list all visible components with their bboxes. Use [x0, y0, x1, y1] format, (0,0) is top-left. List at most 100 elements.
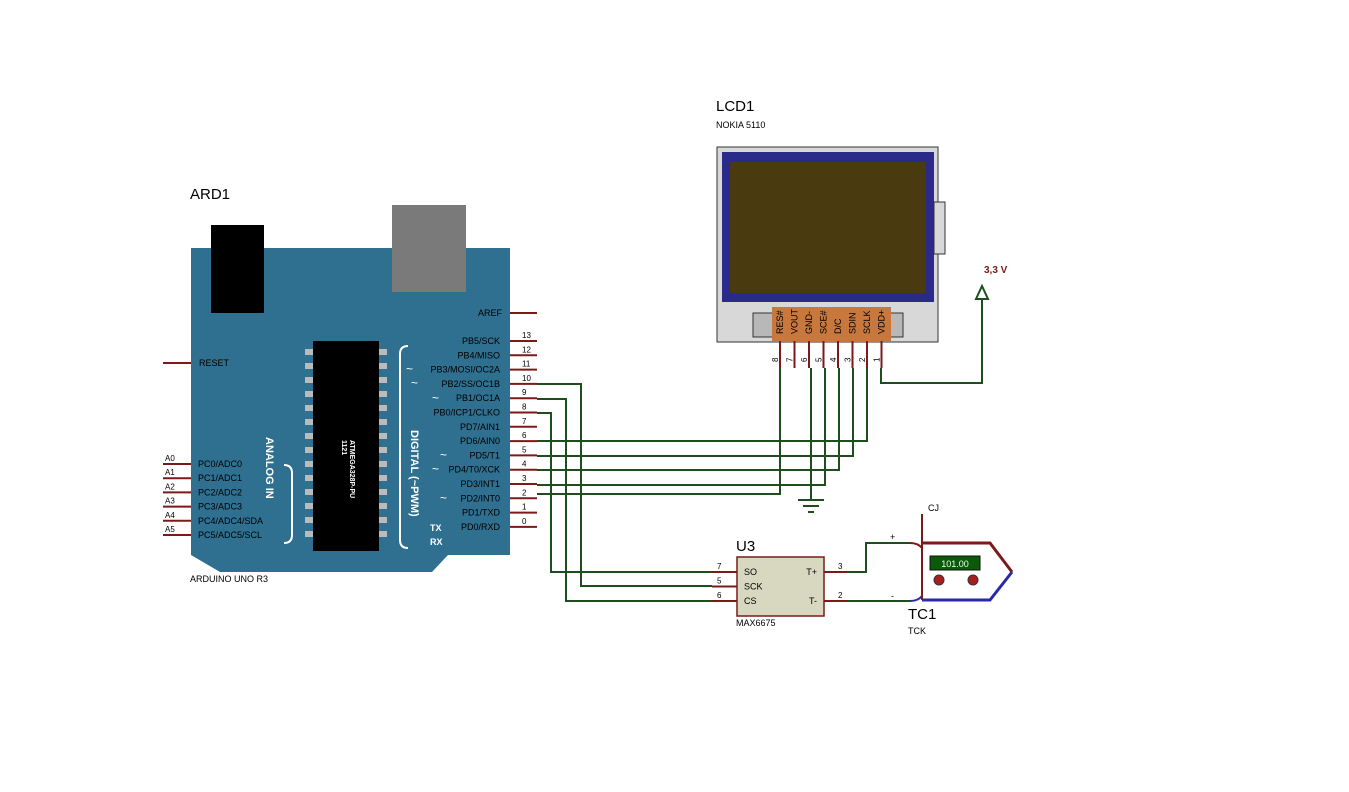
ard-pin-number: 13: [522, 331, 531, 340]
ard-part: ARDUINO UNO R3: [190, 574, 268, 584]
thermocouple[interactable]: CJ + - 101.00 TC1 TCK: [890, 503, 1014, 636]
chip-pin-left: [305, 475, 313, 481]
ard-pin-label: PC3/ADC3: [198, 502, 242, 512]
chip-code: 1121: [340, 440, 347, 455]
chip-pin-right: [379, 531, 387, 537]
tc-display: [929, 555, 981, 571]
wire-sck: [537, 383, 712, 587]
lcd-pin-number: 8: [771, 357, 780, 362]
lcd-pin-label: SCE#: [819, 310, 829, 334]
ard-pin-number: 8: [522, 403, 527, 412]
tc-display-value: 101.00: [941, 559, 969, 569]
ard-pin-number: 3: [522, 474, 527, 483]
ard-pin-label: PC1/ADC1: [198, 473, 242, 483]
ard-pin-number: 0: [522, 517, 527, 526]
wire-vdd: [880, 299, 983, 384]
ard-digital-pins: PB5/SCK13PB4/MISO12PB3/MOSI/OC2A11PB2/SS…: [430, 331, 537, 532]
chip-label: ATMEGA328P-PU: [348, 440, 355, 498]
arduino-uno[interactable]: ARD1 1121 ATMEGA328P-PU DIGITAL (~PWM) A…: [163, 186, 537, 584]
tc-ref: TC1: [908, 606, 936, 623]
wire-so: [537, 412, 712, 573]
ard-pin-label: PD4/T0/XCK: [448, 465, 500, 475]
ard-pin-label: PD7/AIN1: [460, 422, 500, 432]
ard-pin-label: PD5/T1: [469, 450, 500, 460]
pwm-tilde-3: ~: [440, 491, 447, 505]
wire-sdin: [537, 368, 854, 457]
tc-up-button-icon[interactable]: [933, 574, 945, 586]
u3-part: MAX6675: [736, 618, 776, 628]
chip-pin-right: [379, 447, 387, 453]
chip-pin-right: [379, 377, 387, 383]
ground-icon: [798, 499, 824, 513]
ard-pin-label: PD0/RXD: [461, 522, 501, 532]
lcd-pin-number: 1: [873, 357, 882, 362]
chip-pin-left: [305, 391, 313, 397]
ard-pin-label: PC2/ADC2: [198, 487, 242, 497]
chip-pin-left: [305, 531, 313, 537]
chip-pin-left: [305, 363, 313, 369]
tc-down-button-icon[interactable]: [967, 574, 979, 586]
power-arrow-icon: [974, 283, 990, 300]
u3-pin-number: 5: [717, 577, 722, 586]
lcd-side-tab: [933, 201, 946, 255]
lcd-pin-label: VDD+: [877, 310, 887, 334]
ard-pin-label: PC4/ADC4/SDA: [198, 516, 263, 526]
u3-pin-number: 2: [838, 591, 843, 600]
tc-probe-bottom: [922, 571, 1014, 602]
ard-pin-number: A2: [165, 482, 175, 491]
usb-connector: [392, 205, 466, 292]
ard-pin-number: 7: [522, 417, 527, 426]
u3-pin-number: 7: [717, 562, 722, 571]
chip-pin-left: [305, 405, 313, 411]
ard-pin-label: PC5/ADC5/SCL: [198, 530, 262, 540]
u3-pin-label: SCK: [744, 582, 763, 592]
ard-pin-number: 11: [522, 360, 531, 369]
ard-pin-label: PB2/SS/OC1B: [441, 379, 500, 389]
lcd-pin-number: 2: [858, 357, 867, 362]
reset-label: RESET: [199, 358, 230, 368]
wire-sclk: [537, 368, 868, 442]
ard-pin-number: 5: [522, 445, 527, 454]
chip-pin-right: [379, 419, 387, 425]
lcd-pin-label: RES#: [775, 310, 785, 334]
ard-pin-number: 12: [522, 345, 531, 354]
lcd-nokia5110[interactable]: LCD1 NOKIA 5110 RES#8VOUT7GND-6SCE#5D/C4…: [716, 98, 946, 368]
power-terminal[interactable]: 3,3 V: [974, 265, 1008, 300]
ard-pin-label: PB5/SCK: [462, 336, 500, 346]
ard-pin-number: 10: [522, 374, 531, 383]
analog-title: ANALOG IN: [263, 437, 275, 499]
rx-label: RX: [430, 537, 443, 547]
tx-label: TX: [430, 523, 442, 533]
pwm-tilde-11: ~: [406, 362, 413, 376]
ard-pin-label: PD6/AIN0: [460, 436, 500, 446]
ard-pin-number: A4: [165, 511, 175, 520]
lcd-pin-number: 3: [844, 357, 853, 362]
ard-pin-number: A3: [165, 497, 175, 506]
chip-pin-left: [305, 461, 313, 467]
pwm-tilde-9: ~: [432, 391, 439, 405]
lcd-pin-number: 4: [829, 357, 838, 362]
u3-body: [736, 556, 825, 617]
ard-pin-number: 6: [522, 431, 527, 440]
chip-pin-right: [379, 503, 387, 509]
pwm-tilde-5: ~: [432, 462, 439, 476]
digital-title: DIGITAL (~PWM): [408, 430, 420, 517]
lcd-screen: [730, 162, 926, 293]
ard-pin-number: 2: [522, 488, 527, 497]
tc-plus-lead: [909, 542, 923, 549]
power-jack: [211, 225, 264, 313]
u3-pin-number: 3: [838, 562, 843, 571]
u3-ref: U3: [736, 538, 755, 555]
pwm-tilde-10: ~: [411, 376, 418, 390]
u3-pin-label: CS: [744, 596, 757, 606]
chip-pin-right: [379, 405, 387, 411]
chip-pin-left: [305, 447, 313, 453]
chip-pin-right: [379, 363, 387, 369]
ard-pin-number: 4: [522, 460, 527, 469]
wire-sce: [537, 368, 826, 486]
lcd-pin-header: [772, 307, 891, 341]
atmega-chip: [313, 341, 379, 551]
